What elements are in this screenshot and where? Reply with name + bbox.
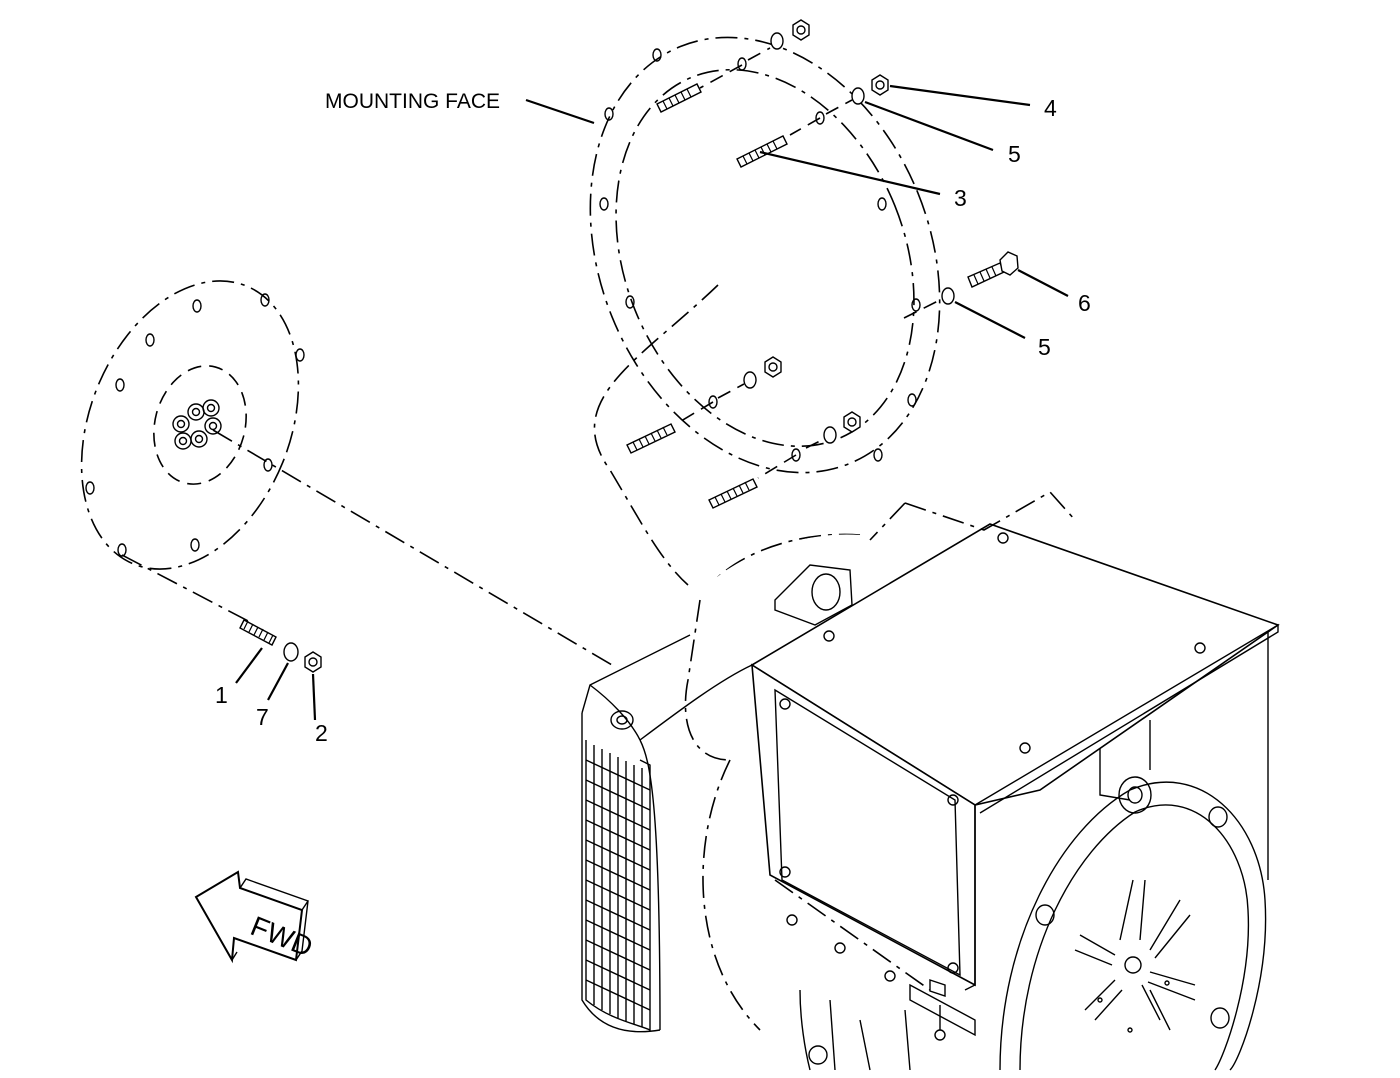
end-bell-fan: [999, 776, 1267, 1071]
flywheel-disc: [80, 280, 305, 570]
callout-7: 7: [256, 704, 269, 730]
mounting-stud-upper: [736, 117, 821, 168]
callout-2: 2: [315, 720, 328, 746]
flywheel-washer: [283, 642, 299, 662]
lower-right-nut-washer: [805, 411, 861, 449]
cover-screws: [779, 532, 1206, 982]
mounting-stud-lower-left: [626, 401, 714, 454]
callout-3: 3: [954, 185, 967, 211]
leader-mounting-face: [525, 98, 595, 125]
leader-5-bottom: [954, 301, 1026, 339]
mounting-stud-bottom: [708, 454, 797, 509]
callout-1: 1: [215, 682, 228, 708]
hub-bolt-circle: [172, 399, 222, 450]
mounting-bolt-item-6: [903, 251, 1019, 319]
mounting-face-ring: [589, 36, 941, 474]
leader-1: [235, 647, 263, 684]
flywheel-stud: [239, 619, 277, 646]
flywheel-nut: [304, 651, 322, 673]
flywheel-holes: [85, 293, 305, 557]
mounting-face-label: MOUNTING FACE: [325, 90, 500, 113]
forward-direction-arrow: FWD: [194, 870, 317, 964]
mounting-stud-top-left: [656, 64, 743, 113]
lower-left-nut-washer: [717, 356, 782, 399]
mounting-face-holes: [599, 48, 921, 462]
housing-alignment-curve: [593, 284, 719, 586]
callout-5-top: 5: [1008, 141, 1021, 167]
leader-5-top: [864, 100, 994, 152]
callout-5-bottom: 5: [1038, 334, 1051, 360]
leader-3: [759, 150, 941, 196]
nut-item-4: [825, 74, 889, 115]
flywheel-axis-line: [212, 429, 613, 666]
leader-6: [1017, 269, 1069, 297]
top-nut-washer: [747, 19, 810, 61]
callout-6: 6: [1078, 290, 1091, 316]
leader-2: [311, 673, 317, 721]
flywheel-stud-line: [121, 554, 251, 623]
generator-housing: [581, 490, 1280, 1071]
callout-4: 4: [1044, 95, 1057, 121]
leader-4: [889, 84, 1031, 107]
leader-7: [267, 662, 289, 701]
air-intake-grille: [585, 740, 651, 1032]
